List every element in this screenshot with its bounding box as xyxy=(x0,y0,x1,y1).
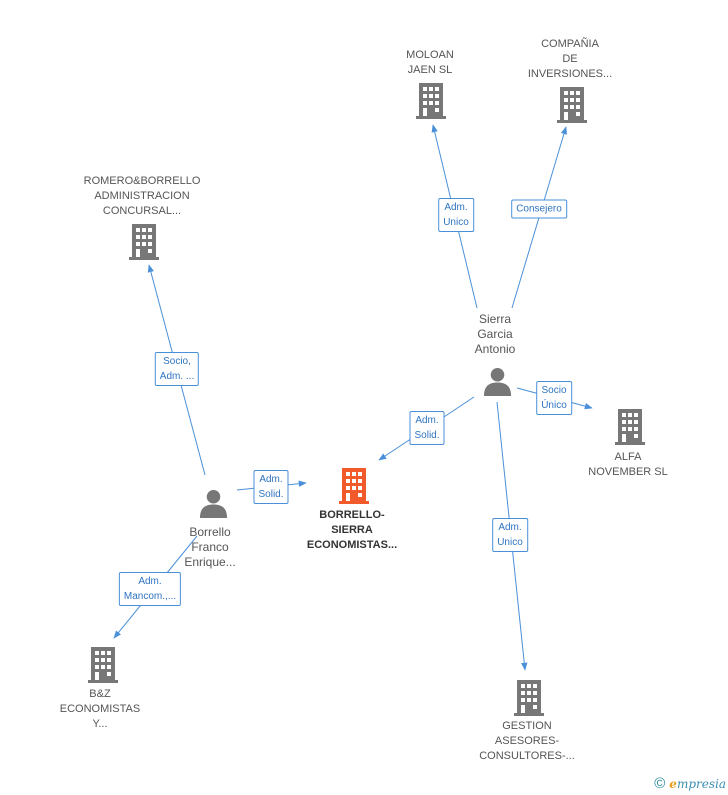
label-line: Unico xyxy=(443,217,469,228)
label-line: Adm. xyxy=(415,415,439,426)
brand-name: mpresia xyxy=(676,776,726,791)
alfa-november-building-icon[interactable] xyxy=(615,409,645,445)
main-company-building-icon[interactable] xyxy=(339,468,369,504)
label-line: Franco xyxy=(191,540,229,554)
label-line: Borrello xyxy=(189,525,231,539)
edge-label-sierra-to-moloan[interactable]: Adm. Unico xyxy=(438,198,474,232)
edge-label-sierra-to-gestion[interactable]: Adm. Unico xyxy=(492,518,528,552)
label-line: CONCURSAL... xyxy=(102,205,182,217)
label-line: NOVEMBER SL xyxy=(588,466,668,478)
node-label-moloan-jaen[interactable]: MOLOAN JAEN SL xyxy=(360,48,500,78)
label-line: Único xyxy=(541,400,567,411)
label-line: Adm. xyxy=(498,522,522,533)
label-line: CONSULTORES-... xyxy=(479,750,575,762)
label-line: Y... xyxy=(92,718,108,730)
footer-brand: © empresia xyxy=(654,775,726,792)
node-label-romero-borrello[interactable]: ROMERO&BORRELLO ADMINISTRACION CONCURSAL..… xyxy=(72,174,212,219)
edge-label-franco-to-bz[interactable]: Adm. Mancom.,... xyxy=(118,572,182,606)
label-line: MOLOAN xyxy=(406,49,454,61)
label-line: Adm. xyxy=(138,576,162,587)
sierra-garcia-person-icon[interactable] xyxy=(483,367,512,396)
label-line: Consejero xyxy=(516,203,562,215)
label-line: GESTION xyxy=(502,720,552,732)
borrello-franco-person-icon[interactable] xyxy=(199,489,228,518)
label-line: ECONOMISTAS xyxy=(59,703,141,715)
label-line: INVERSIONES... xyxy=(527,68,613,80)
label-line: Unico xyxy=(497,537,523,548)
edge-label-sierra-to-main[interactable]: Adm. Solid. xyxy=(409,411,445,445)
label-line: Adm. xyxy=(259,474,283,485)
gestion-asesores-building-icon[interactable] xyxy=(514,680,544,716)
label-line: COMPAÑIA xyxy=(541,38,599,50)
label-line: ADMINISTRACION xyxy=(94,190,190,202)
label-line: Socio xyxy=(541,385,567,396)
label-line: ASESORES- xyxy=(494,735,560,747)
label-line: Garcia xyxy=(477,327,513,341)
label-line: Socio, xyxy=(163,356,191,367)
label-line: Solid. xyxy=(414,430,440,441)
label-line: ROMERO&BORRELLO xyxy=(83,175,201,187)
node-label-borrello-sierra[interactable]: BORRELLO- SIERRA ECONOMISTAS... xyxy=(282,508,422,553)
label-line: ECONOMISTAS... xyxy=(306,539,398,551)
label-line: Antonio xyxy=(474,342,516,356)
moloan-jaen-building-icon[interactable] xyxy=(416,83,446,119)
node-label-compania-inversiones[interactable]: COMPAÑIA DE INVERSIONES... xyxy=(500,37,640,82)
romero-borrello-building-icon[interactable] xyxy=(129,224,159,260)
label-line: DE xyxy=(562,53,578,65)
node-label-bz-economistas[interactable]: B&Z ECONOMISTAS Y... xyxy=(30,687,170,732)
label-line: ALFA xyxy=(614,451,642,463)
edge-label-sierra-to-compania[interactable]: Consejero xyxy=(511,199,567,219)
label-line: Adm. xyxy=(444,202,468,213)
brand-initial: e xyxy=(669,776,677,791)
label-line: Mancom.,... xyxy=(123,591,177,602)
label-line: Enrique... xyxy=(184,555,236,569)
node-label-alfa-november[interactable]: ALFA NOVEMBER SL xyxy=(558,450,698,480)
bz-economistas-building-icon[interactable] xyxy=(88,647,118,683)
label-line: BORRELLO- xyxy=(319,509,385,521)
compania-inversiones-building-icon[interactable] xyxy=(557,87,587,123)
label-line: JAEN SL xyxy=(407,64,453,76)
label-line: B&Z xyxy=(89,688,111,700)
label-line: Adm. ... xyxy=(159,371,195,382)
brand-logo[interactable]: empresia xyxy=(669,777,726,791)
label-line: Sierra xyxy=(478,312,511,326)
node-label-gestion-asesores[interactable]: GESTION ASESORES- CONSULTORES-... xyxy=(457,719,597,764)
label-line: SIERRA xyxy=(331,524,373,536)
edge-label-franco-to-main[interactable]: Adm. Solid. xyxy=(253,470,289,504)
label-line: Solid. xyxy=(258,489,284,500)
copyright-symbol: © xyxy=(654,775,666,792)
edge-label-franco-to-romero[interactable]: Socio, Adm. ... xyxy=(154,352,200,386)
